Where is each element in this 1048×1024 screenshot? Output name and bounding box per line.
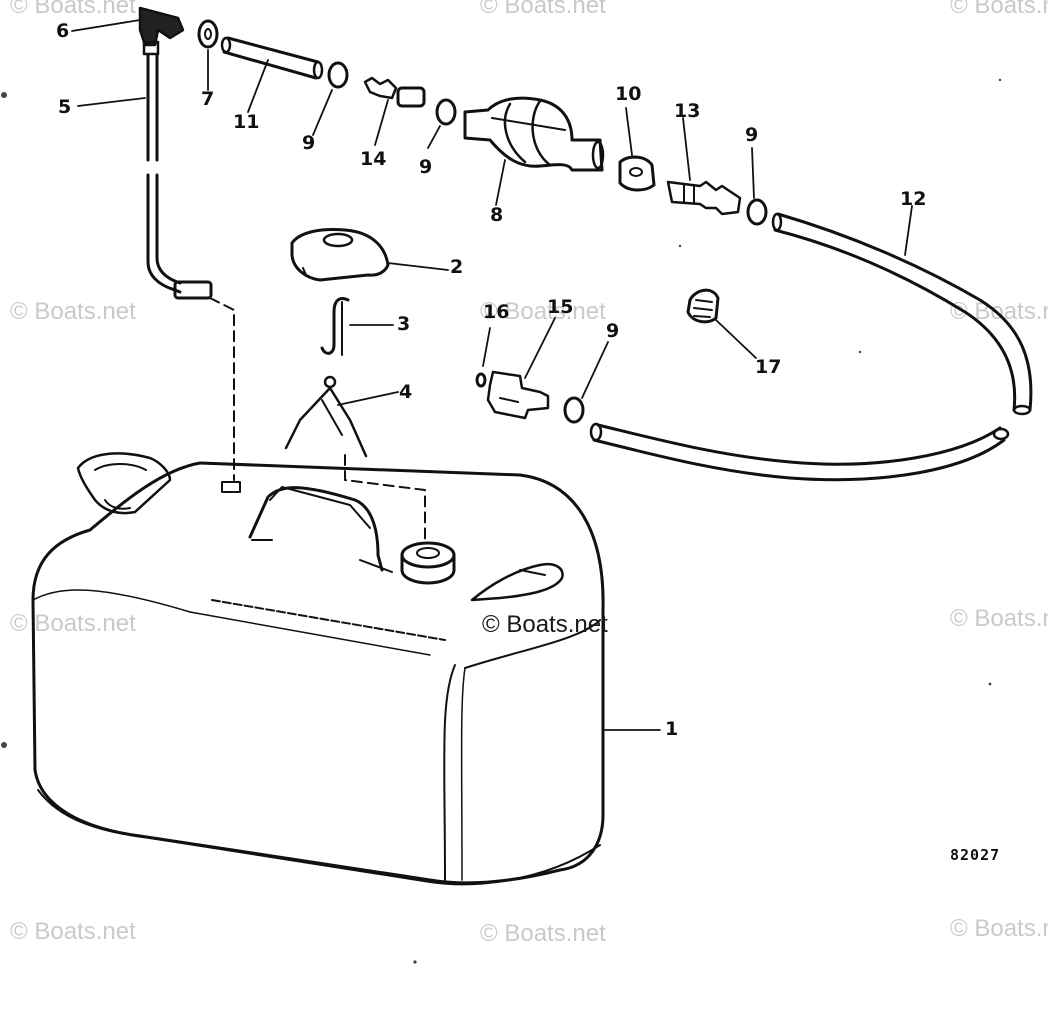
watermark: © Boats.net <box>950 605 1048 632</box>
check-valve <box>618 155 656 192</box>
callout-11: 11 <box>233 111 260 133</box>
cap-chain <box>284 375 368 458</box>
callout-2: 2 <box>450 256 464 278</box>
callout-8: 8 <box>490 204 504 226</box>
filler-cap <box>290 228 390 282</box>
watermark: © Boats.net <box>480 0 606 19</box>
callout-3: 3 <box>397 313 411 335</box>
watermark: © Boats.net <box>480 298 606 325</box>
callout-9: 9 <box>302 132 316 154</box>
callout-1: 1 <box>665 718 679 740</box>
callout-7: 7 <box>201 88 215 110</box>
primer-bulb <box>463 96 605 172</box>
hose-clamp <box>327 61 349 89</box>
callout-10: 10 <box>615 83 642 105</box>
callout-9: 9 <box>606 320 620 342</box>
watermark: © Boats.net <box>10 298 136 325</box>
callout-6: 6 <box>56 20 70 42</box>
short-hose <box>220 36 324 80</box>
spring-clamp <box>686 288 720 324</box>
hose-connector <box>363 76 426 108</box>
fuel-hose <box>589 212 1033 482</box>
callout-13: 13 <box>674 100 701 122</box>
watermark: © Boats.net <box>950 915 1048 942</box>
watermark: © Boats.net <box>10 0 136 19</box>
callout-9: 9 <box>419 156 433 178</box>
hose-clamp <box>435 98 457 126</box>
pickup-tube <box>146 53 213 300</box>
j-hook <box>320 297 350 355</box>
callout-15: 15 <box>547 296 574 318</box>
callout-17: 17 <box>755 356 782 378</box>
watermark: © Boats.net <box>10 610 136 637</box>
leader-lines <box>71 19 913 731</box>
drawing-number: 82027 <box>950 846 1001 864</box>
callout-4: 4 <box>399 381 413 403</box>
callout-12: 12 <box>900 188 927 210</box>
fuel-fitting <box>486 370 550 420</box>
watermark: © Boats.net <box>10 918 136 945</box>
callout-16: 16 <box>483 301 510 323</box>
watermark-center: © Boats.net <box>482 611 608 638</box>
hose-clamp <box>746 198 768 226</box>
hose-clamp <box>197 19 219 49</box>
watermark: © Boats.net <box>480 920 606 947</box>
o-ring <box>475 372 487 388</box>
callout-14: 14 <box>360 148 387 170</box>
hose-clamp <box>563 396 585 424</box>
fuel-tank <box>31 452 605 886</box>
callout-9: 9 <box>745 124 759 146</box>
watermark: © Boats.net <box>950 0 1048 19</box>
elbow-connector <box>138 6 185 56</box>
callout-5: 5 <box>58 96 72 118</box>
tank-connector <box>666 180 742 216</box>
